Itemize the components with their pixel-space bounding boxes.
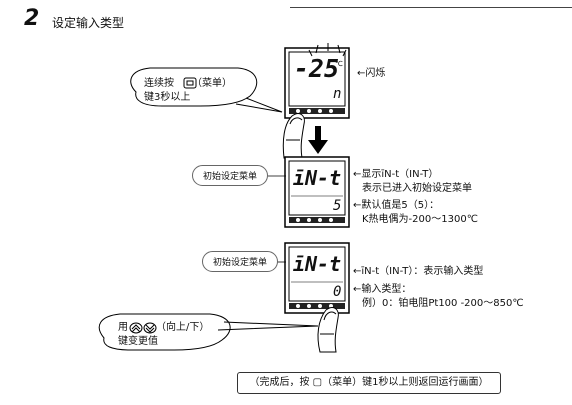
controller-2 — [284, 156, 350, 228]
pressing-finger-icon-2 — [317, 307, 339, 353]
initial-menu-tag-2: 初始设定菜单 — [202, 251, 279, 272]
bubble-2-line-1: 用（向上/下） — [118, 322, 210, 333]
up-key-icon — [129, 322, 143, 334]
display-2-sv: 5 — [333, 198, 342, 214]
menu-key-icon — [183, 77, 197, 89]
display-1-pv: -25 — [293, 54, 339, 83]
display-2-annotation-1-line-1: ←显示īN-t（IN-T） — [353, 169, 439, 180]
down-key-icon — [143, 322, 157, 334]
header-rule — [290, 7, 572, 8]
arrow-down-icon — [308, 126, 328, 154]
footer-note: （完成后，按 ▢（菜单）键1秒以上则返回运行画面） — [237, 372, 501, 394]
display-2-annotation-2-line-2: K热电偶为-200～1300℃ — [362, 214, 478, 225]
blink-rays-icon — [308, 43, 347, 57]
display-3-annotation-2-line-2: 例）0：铂电阻Pt100 -200～850℃ — [362, 298, 524, 309]
bubble-2-line-2: 键变更值 — [118, 336, 158, 347]
display-3-pv: īN-t — [292, 252, 342, 276]
display-3-annotation-1: ←īN-t（IN-T）：表示输入类型 — [353, 266, 484, 277]
display-3-sv: 0 — [333, 284, 342, 300]
callout-bubble-1 — [130, 67, 283, 113]
display-2-annotation-2-line-1: ←默认值是5（5）： — [353, 200, 440, 211]
unit-indicator: ℃ — [335, 60, 343, 68]
blink-annotation: ←闪烁 — [357, 68, 386, 79]
bubble-1-line-1: 连续按（菜单） — [144, 78, 232, 89]
pressing-finger-icon-1 — [282, 113, 305, 159]
display-2-annotation-1-line-2: 表示已进入初始设定菜单 — [362, 183, 472, 194]
controller-3 — [284, 242, 350, 314]
bubble-1-line-2: 键3秒以上 — [144, 92, 191, 103]
display-1-sv: n — [333, 86, 342, 102]
display-3-annotation-2-line-1: ←输入类型： — [353, 284, 412, 295]
controller-1: ℃ — [284, 47, 350, 119]
initial-menu-tag-1: 初始设定菜单 — [192, 165, 269, 186]
callout-bubble-2 — [98, 313, 319, 351]
display-2-pv: īN-t — [292, 166, 342, 190]
step-number: 2 — [24, 6, 40, 31]
step-title: 设定输入类型 — [52, 16, 125, 30]
